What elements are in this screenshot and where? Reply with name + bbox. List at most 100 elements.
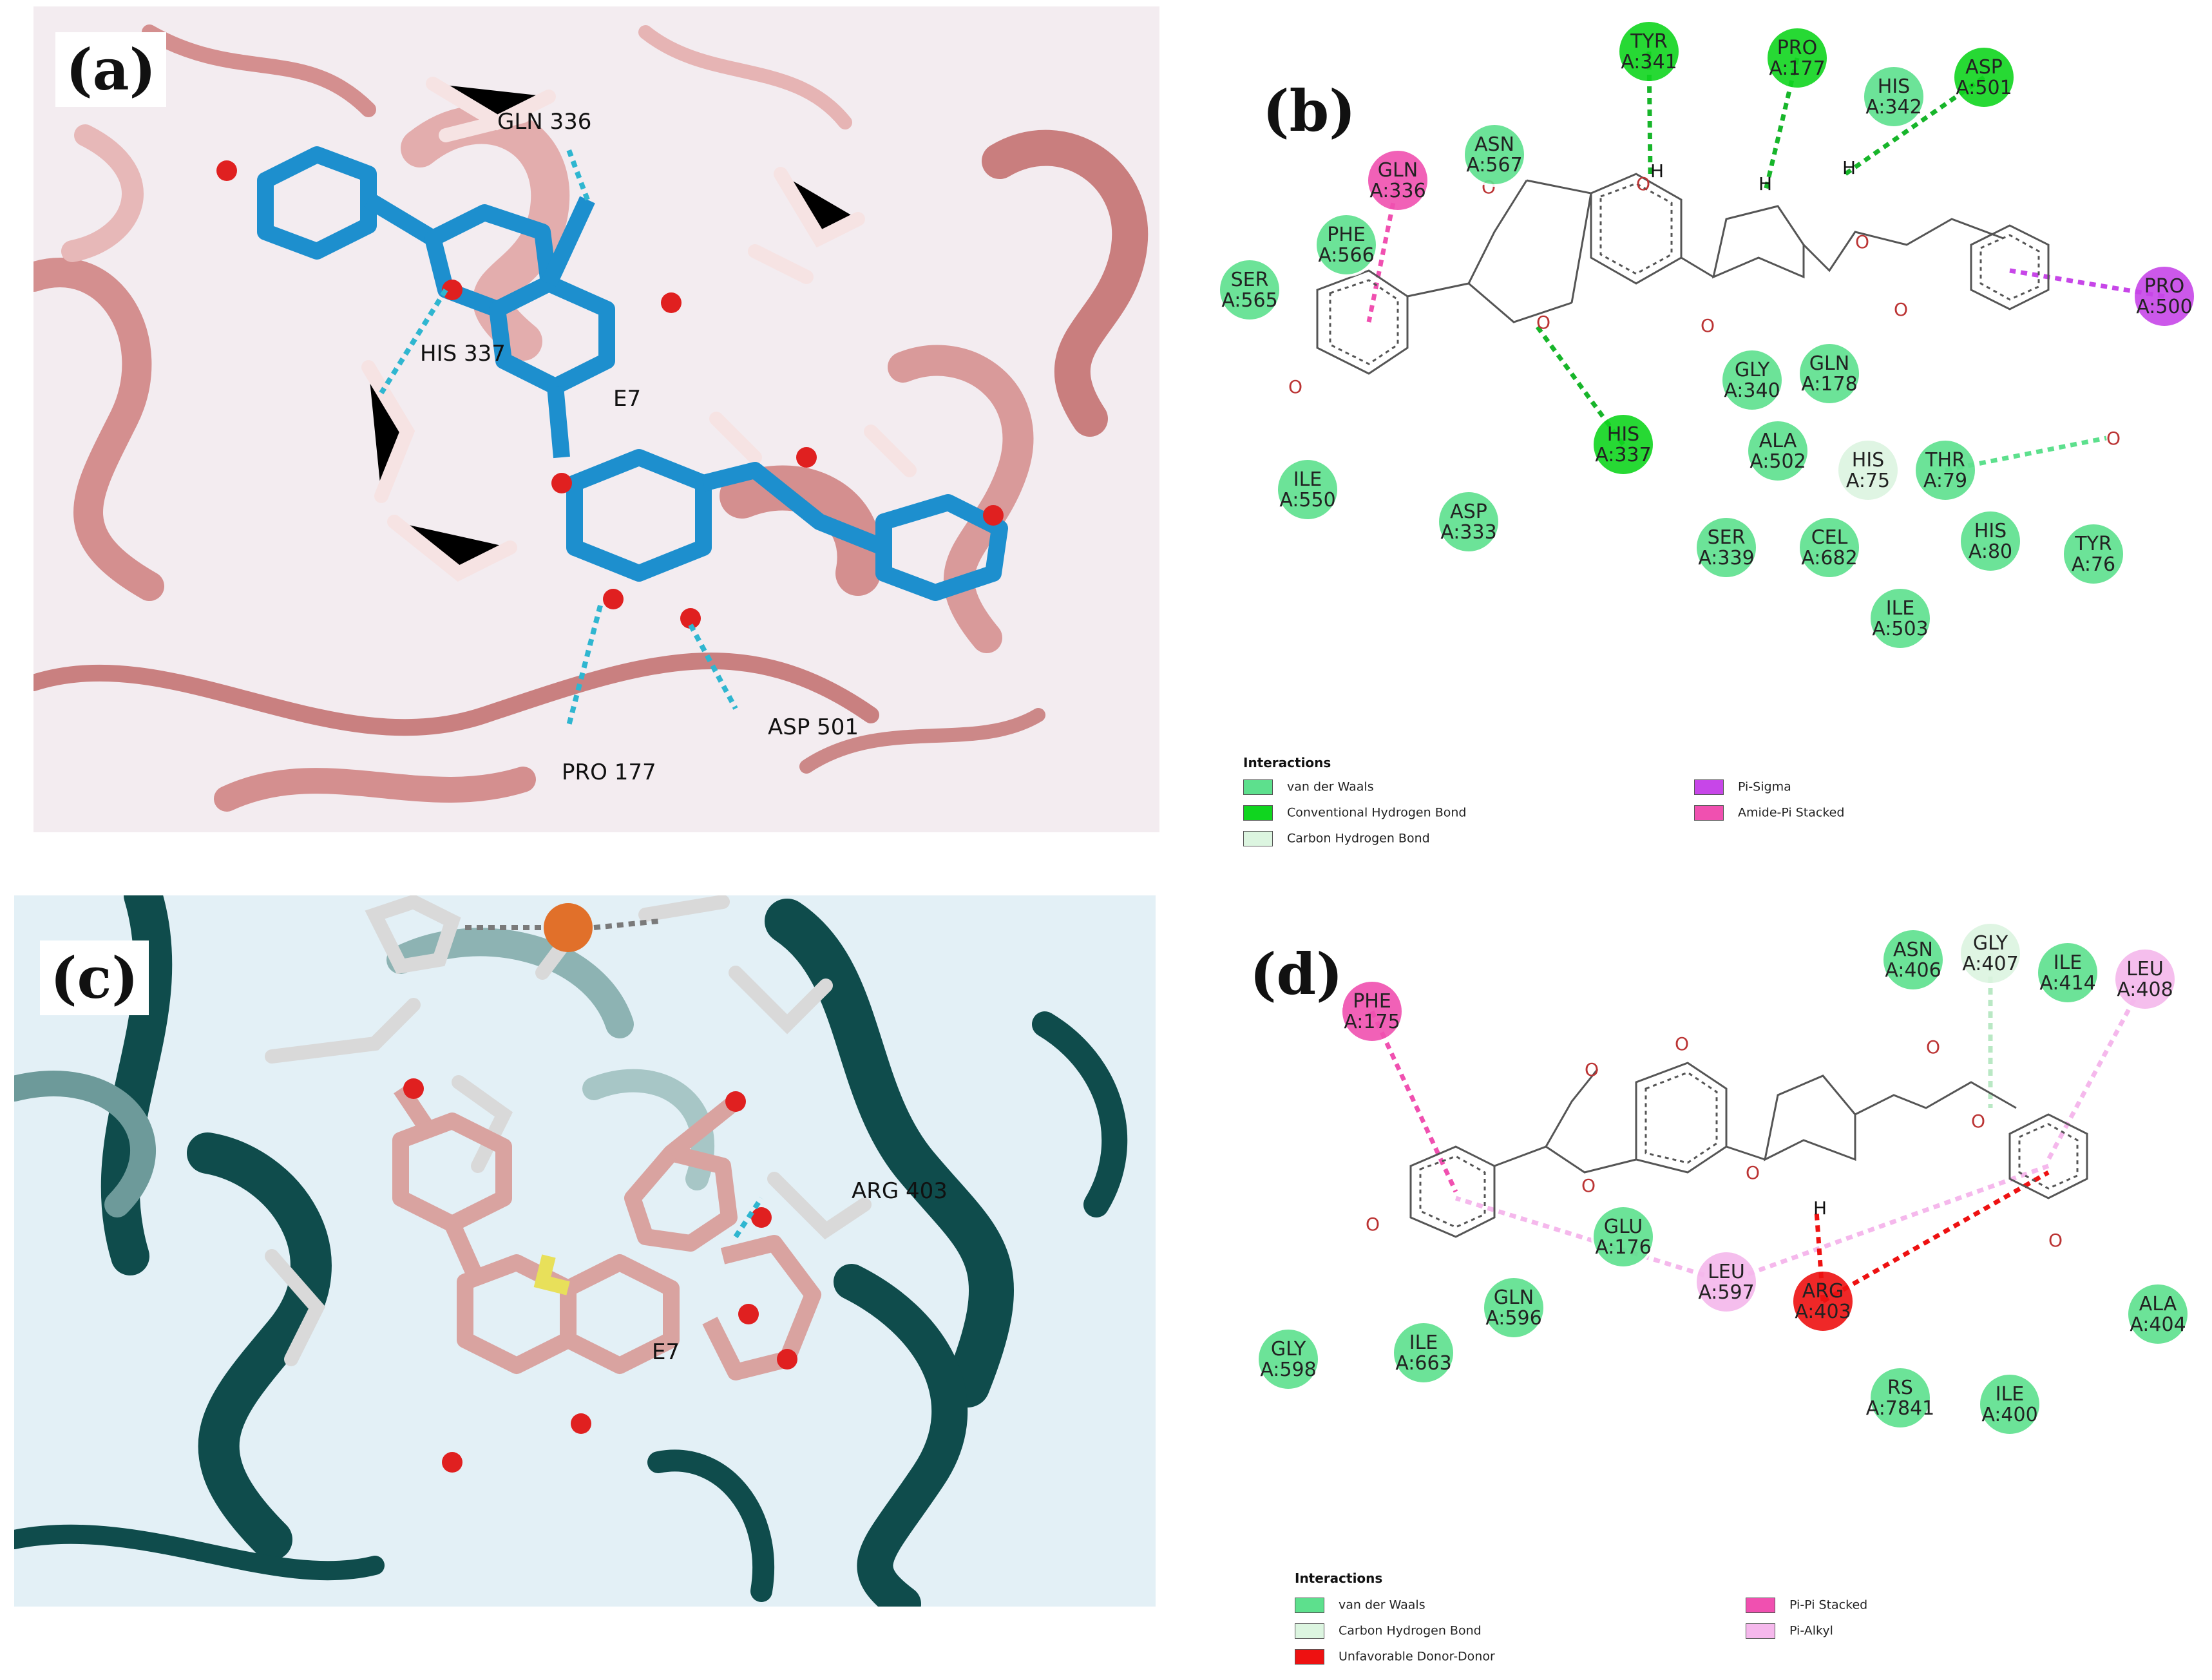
ligand-label-e7: E7 <box>652 1339 680 1365</box>
legend-item: Carbon Hydrogen Bond <box>1295 1623 1482 1639</box>
panel-label-c: (c) <box>40 940 149 1015</box>
svg-text:ASN: ASN <box>1474 133 1514 156</box>
svg-text:GLN: GLN <box>1494 1286 1534 1309</box>
ligand-oxygens <box>403 1078 797 1473</box>
legend-label: Pi-Pi Stacked <box>1789 1598 1868 1612</box>
svg-text:TYR: TYR <box>1630 30 1668 53</box>
legend-item: Carbon Hydrogen Bond <box>1243 831 1430 846</box>
legend-label: Carbon Hydrogen Bond <box>1287 831 1430 846</box>
residue-label-pro177: PRO 177 <box>562 759 656 785</box>
svg-text:A:502: A:502 <box>1750 450 1806 473</box>
svg-text:A:80: A:80 <box>1969 540 2012 563</box>
residue-label-asp501: ASP 501 <box>768 714 859 740</box>
svg-text:A:567: A:567 <box>1466 154 1522 177</box>
residue-rs-a7841: RSA:7841 <box>1866 1366 1934 1430</box>
legend-swatch <box>1295 1623 1324 1639</box>
protein-ribbons <box>33 24 1148 812</box>
svg-text:A:333: A:333 <box>1440 521 1496 544</box>
interaction-line <box>1822 1170 2050 1304</box>
residue-discs: TYRA:341PROA:177HISA:342ASPA:501ASNA:567… <box>1217 19 2197 651</box>
legend-label: Pi-Alkyl <box>1789 1623 1833 1638</box>
svg-text:A:337: A:337 <box>1595 444 1651 466</box>
svg-text:A:414: A:414 <box>2039 972 2095 995</box>
svg-text:ILE: ILE <box>1996 1383 2025 1406</box>
svg-text:A:176: A:176 <box>1595 1236 1651 1259</box>
svg-text:A:408: A:408 <box>2117 978 2173 1001</box>
svg-text:HIS: HIS <box>1607 423 1639 446</box>
residue-label-arg403: ARG 403 <box>852 1178 948 1204</box>
svg-text:A:503: A:503 <box>1872 618 1928 640</box>
legend-title: Interactions <box>1295 1570 1383 1586</box>
legend-label: Carbon Hydrogen Bond <box>1339 1623 1482 1638</box>
atom-o: O <box>2048 1230 2063 1251</box>
atom-o: O <box>1675 1033 1689 1055</box>
svg-text:ILE: ILE <box>1293 468 1322 491</box>
atom-o: O <box>1926 1036 1940 1058</box>
svg-text:PRO: PRO <box>2144 275 2185 298</box>
svg-text:CEL: CEL <box>1811 526 1848 549</box>
hbond-lines <box>733 1196 764 1239</box>
svg-text:A:175: A:175 <box>1344 1011 1400 1033</box>
panel-label-d: (d) <box>1250 940 1343 1007</box>
legend-swatch <box>1746 1623 1775 1639</box>
svg-text:TYR: TYR <box>2074 533 2112 555</box>
atom-o: O <box>1701 315 1715 336</box>
panel-label-b: (b) <box>1263 77 1356 144</box>
atom-h: H <box>1842 157 1856 178</box>
hbond-lines <box>379 147 738 729</box>
coordination-lines <box>465 919 659 930</box>
svg-text:A:79: A:79 <box>1923 470 1967 492</box>
svg-text:ASP: ASP <box>1450 501 1487 523</box>
legend-swatch <box>1295 1649 1324 1665</box>
legend-item: Amide-Pi Stacked <box>1694 805 1844 821</box>
atom-o: O <box>1581 1175 1596 1196</box>
interaction-line <box>1646 51 1653 175</box>
atom-h: H <box>1759 173 1772 195</box>
hydrogen-labels: H <box>1813 1198 1827 1219</box>
svg-text:GLY: GLY <box>1735 359 1770 381</box>
svg-text:GLU: GLU <box>1604 1216 1643 1238</box>
svg-text:THR: THR <box>1925 449 1965 472</box>
svg-text:ALA: ALA <box>1759 430 1797 452</box>
legend-swatch <box>1694 779 1724 795</box>
residue-label-gln336: GLN 336 <box>497 109 591 135</box>
legend-item: van der Waals <box>1243 779 1374 795</box>
protein-ribbons <box>14 895 1128 1607</box>
metal-ion <box>544 903 593 952</box>
svg-text:ARG: ARG <box>1802 1280 1844 1303</box>
atom-o: O <box>1636 173 1650 195</box>
panel-c-3d-view: ARG 403 E7 (c) <box>14 895 1156 1607</box>
svg-text:A:566: A:566 <box>1318 244 1374 267</box>
atom-h: H <box>1813 1198 1827 1219</box>
legend-item: Pi-Sigma <box>1694 779 1791 795</box>
svg-text:A:500: A:500 <box>2136 296 2192 318</box>
side-chains <box>361 77 917 582</box>
atom-o: O <box>2106 428 2121 449</box>
legend-swatch <box>1694 805 1724 821</box>
svg-text:ASN: ASN <box>1893 939 1933 961</box>
atom-o: O <box>1894 299 1908 320</box>
atom-o: O <box>1366 1214 1380 1235</box>
svg-text:A:342: A:342 <box>1865 96 1921 119</box>
legend-item: van der Waals <box>1295 1598 1425 1613</box>
ligand-label-e7: E7 <box>613 386 641 412</box>
legend-item: Pi-Pi Stacked <box>1746 1598 1867 1613</box>
